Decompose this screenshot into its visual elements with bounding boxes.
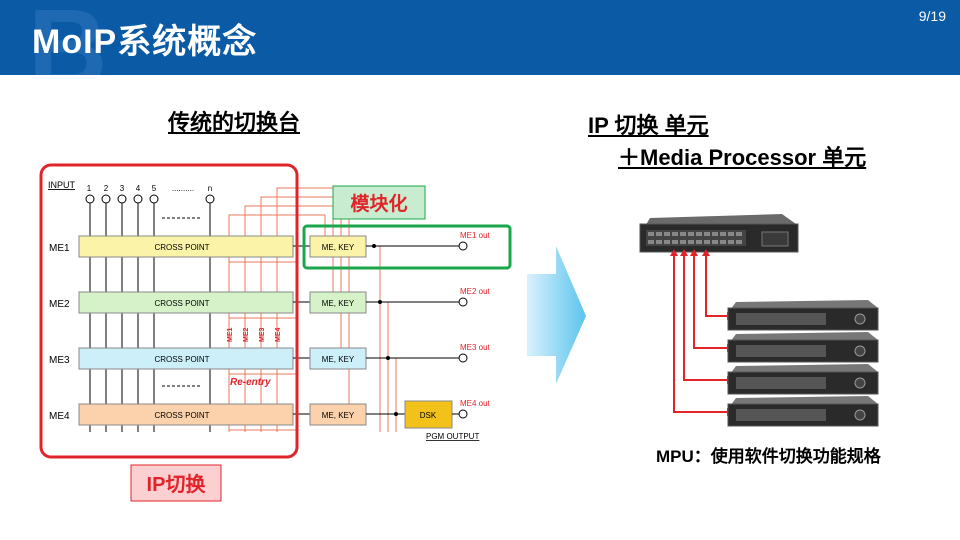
me-row-2: ME2 CROSS POINT ME, KEY ME2 out bbox=[49, 287, 491, 314]
mpu-connection-lines bbox=[673, 254, 727, 413]
slide-title: MoIP系统概念 bbox=[32, 23, 258, 61]
input-label: INPUT bbox=[48, 180, 76, 190]
dsk-box bbox=[404, 400, 453, 429]
me-output-label: ME2 out bbox=[460, 287, 491, 296]
me-row-label: ME4 bbox=[49, 411, 70, 422]
me-output-label: ME3 out bbox=[460, 343, 491, 352]
cross-point-label: CROSS POINT bbox=[154, 355, 209, 364]
ip-switch-badge-label: IP切换 bbox=[147, 472, 207, 496]
page-number: 9/19 bbox=[918, 8, 946, 24]
reentry-me-label: ME1 bbox=[227, 328, 234, 343]
pgm-output-label: PGM OUTPUT bbox=[426, 432, 479, 441]
input-number: 2 bbox=[104, 184, 109, 193]
modular-badge bbox=[332, 185, 426, 220]
me-key-label: ME, KEY bbox=[322, 355, 355, 364]
cross-point-label: CROSS POINT bbox=[154, 299, 209, 308]
me-row-label: ME1 bbox=[49, 243, 70, 254]
left-section-title: 传统的切换台 bbox=[168, 110, 301, 135]
ip-switch-badge bbox=[130, 464, 222, 502]
me-key-label: ME, KEY bbox=[322, 299, 355, 308]
mpu-caption: MPU：使用软件切换功能规格 bbox=[656, 447, 881, 466]
me-output-label: ME4 out bbox=[460, 399, 491, 408]
transition-arrow bbox=[527, 246, 586, 384]
mpu-device-3 bbox=[727, 364, 879, 395]
modular-outline bbox=[302, 224, 512, 270]
dashed-separators bbox=[162, 217, 200, 387]
mpu-device-1 bbox=[727, 300, 879, 331]
header-bar: B MoIP系统概念 9/19 bbox=[0, 0, 960, 75]
input-number: 4 bbox=[136, 184, 141, 193]
modular-badge-label: 模块化 bbox=[350, 192, 407, 215]
mpu-device-2 bbox=[727, 332, 879, 363]
me-row-3: ME3 CROSS POINT ME, KEY ME3 out bbox=[49, 343, 491, 370]
me-row-label: ME3 bbox=[49, 355, 70, 366]
reentry-me-label: ME2 bbox=[243, 328, 250, 343]
right-section-title-line2: ＋Media Processor 单元 bbox=[618, 145, 867, 170]
reentry-me-label: ME4 bbox=[275, 328, 282, 343]
input-number: n bbox=[208, 184, 212, 193]
brand-logo-mark: B bbox=[28, 0, 108, 75]
me-output-label: ME1 out bbox=[460, 231, 491, 240]
input-number: 5 bbox=[152, 184, 157, 193]
reentry-me-label: ME3 bbox=[259, 328, 266, 343]
ip-switch-device bbox=[639, 214, 799, 253]
cross-point-label: CROSS POINT bbox=[154, 243, 209, 252]
input-number: 1 bbox=[87, 184, 92, 193]
input-number: 3 bbox=[120, 184, 125, 193]
cross-point-label: CROSS POINT bbox=[154, 411, 209, 420]
me-row-1: ME1 CROSS POINT ME, KEY ME1 out bbox=[49, 231, 491, 258]
input-terminals bbox=[85, 194, 215, 204]
right-section-title-line1: IP 切换 单元 bbox=[588, 113, 709, 138]
reentry-label: Re-entry bbox=[230, 377, 271, 388]
mpu-connection-arrowheads bbox=[670, 249, 734, 416]
dsk-label: DSK bbox=[420, 411, 437, 420]
me-row-label: ME2 bbox=[49, 299, 70, 310]
reentry-horizontal-lines bbox=[229, 261, 296, 431]
me-key-label: ME, KEY bbox=[322, 411, 355, 420]
me-row-4: ME4 CROSS POINT ME, KEY DSK ME4 out PGM … bbox=[49, 399, 491, 441]
me-key-label: ME, KEY bbox=[322, 243, 355, 252]
input-ellipsis: .......... bbox=[172, 184, 194, 193]
mpu-device-4 bbox=[727, 396, 879, 427]
ip-switch-outline bbox=[39, 163, 299, 459]
